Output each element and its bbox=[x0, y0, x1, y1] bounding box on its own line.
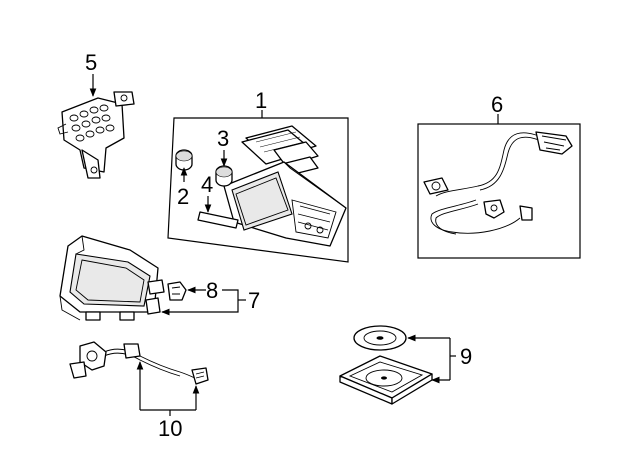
part-7-display-bracket bbox=[59, 235, 165, 321]
callout-8: 8 bbox=[206, 278, 218, 303]
part-9-disc-case bbox=[339, 355, 433, 405]
callout-9: 9 bbox=[460, 344, 472, 369]
part-1-group-box bbox=[167, 117, 349, 263]
callout-7: 7 bbox=[248, 288, 260, 313]
callout-10: 10 bbox=[158, 416, 182, 441]
part-5-bracket bbox=[57, 91, 135, 179]
callout-2: 2 bbox=[177, 184, 189, 209]
callout-6: 6 bbox=[491, 92, 503, 117]
callout-7-bracket bbox=[161, 289, 239, 316]
callout-3: 3 bbox=[217, 126, 229, 151]
callout-5: 5 bbox=[85, 50, 97, 75]
part-2-knob bbox=[175, 149, 193, 171]
part-4-trim-strip bbox=[197, 211, 239, 229]
part-6-group-box bbox=[417, 123, 581, 259]
part-3-knob bbox=[215, 165, 233, 187]
part-9-disc bbox=[353, 325, 407, 351]
part-1-manuals bbox=[241, 125, 319, 176]
part-10-camera-harness bbox=[69, 341, 209, 385]
callout-1: 1 bbox=[255, 88, 267, 113]
callout-4: 4 bbox=[201, 172, 213, 197]
part-1-head-unit bbox=[223, 161, 347, 247]
part-6-wire-harness bbox=[423, 131, 573, 235]
part-8-clip bbox=[167, 281, 187, 301]
